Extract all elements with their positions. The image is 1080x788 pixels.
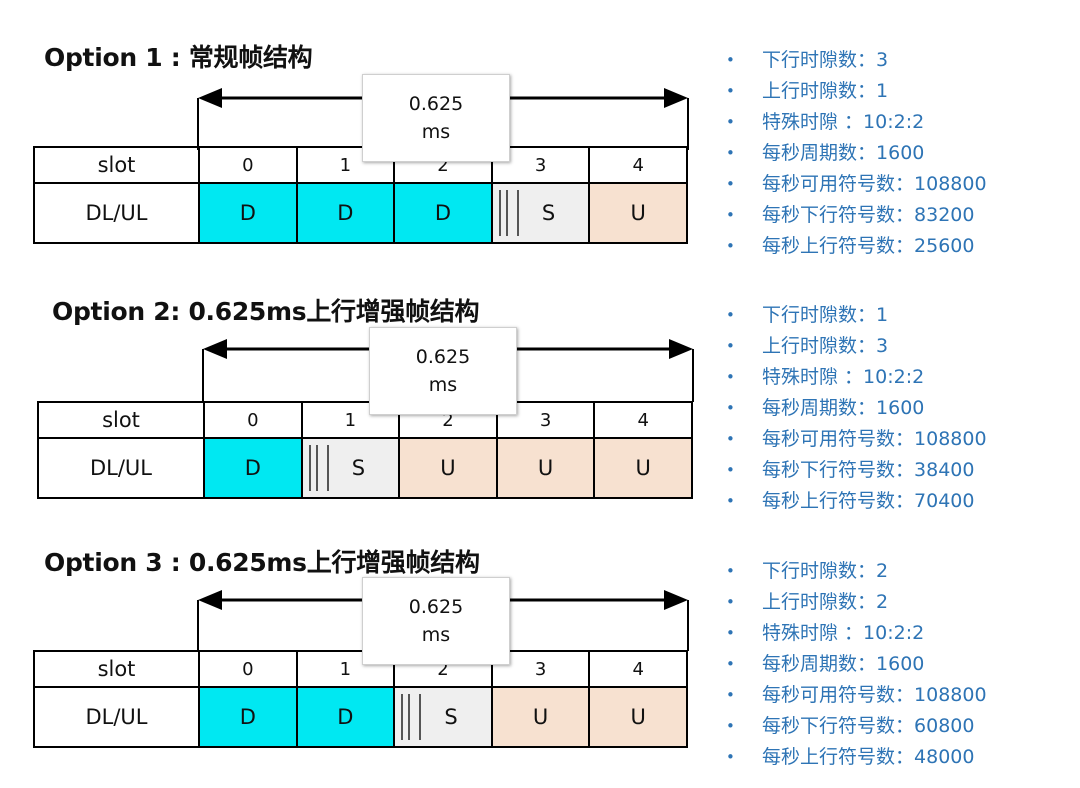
duration-box: 0.625 ms xyxy=(369,327,517,415)
slot-downlink-cell: D xyxy=(198,182,298,244)
dlul-header: DL/UL xyxy=(37,437,205,499)
slot-uplink-cell: U xyxy=(588,182,688,244)
stat-item: •特殊时隙 ：10:2:2 xyxy=(726,111,925,133)
duration-unit: ms xyxy=(428,374,458,396)
dlul-row: DL/UL D D D S U xyxy=(33,182,688,244)
stat-item: •特殊时隙 ：10:2:2 xyxy=(726,366,925,388)
stat-item: •每秒下行符号数：38400 xyxy=(726,459,975,481)
slot-uplink-cell: U xyxy=(398,437,498,499)
stat-item: •下行时隙数：1 xyxy=(726,304,889,326)
slot-uplink-cell: U xyxy=(593,437,693,499)
option-title: Option 2: 0.625ms上行增强帧结构 xyxy=(52,297,480,326)
slot-number: 4 xyxy=(588,146,688,184)
stat-item: •每秒可用符号数：108800 xyxy=(726,684,987,706)
duration-box: 0.625 ms xyxy=(362,577,510,665)
duration-unit: ms xyxy=(421,121,451,143)
duration-unit: ms xyxy=(421,624,451,646)
slot-header: slot xyxy=(33,650,200,688)
stat-item: •每秒周期数：1600 xyxy=(726,397,925,419)
guard-bars xyxy=(498,190,519,236)
stat-item: •特殊时隙 ：10:2:2 xyxy=(726,622,925,644)
stat-item: •下行时隙数：2 xyxy=(726,560,889,582)
frame-table: slot 0 1 2 3 4 DL/UL D D D S U xyxy=(33,146,688,244)
slot-downlink-cell: D xyxy=(393,182,493,244)
option-1-stats: •下行时隙数：3 •上行时隙数：1 •特殊时隙 ：10:2:2 •每秒周期数：1… xyxy=(718,45,987,262)
slot-downlink-cell: D xyxy=(295,686,396,748)
slot-number: 4 xyxy=(588,650,688,688)
dlul-header: DL/UL xyxy=(33,182,200,244)
slot-downlink-cell: D xyxy=(198,686,298,748)
stat-item: •上行时隙数：2 xyxy=(726,591,889,613)
stat-item: •下行时隙数：3 xyxy=(726,49,889,71)
dlul-header: DL/UL xyxy=(33,686,200,748)
duration-value: 0.625 xyxy=(408,596,464,618)
slot-uplink-cell: U xyxy=(495,437,596,499)
slot-downlink-cell: D xyxy=(203,437,303,499)
duration-value: 0.625 xyxy=(408,93,464,115)
stat-item: •每秒可用符号数：108800 xyxy=(726,173,987,195)
slot-row: slot 0 1 2 3 4 xyxy=(33,146,688,184)
slot-number: 0 xyxy=(198,146,298,184)
stat-item: •每秒上行符号数：70400 xyxy=(726,490,975,512)
special-label: S xyxy=(444,705,458,729)
guard-bars xyxy=(308,445,329,491)
slot-row: slot 0 1 2 3 4 xyxy=(37,401,693,439)
stat-item: •每秒可用符号数：108800 xyxy=(726,428,987,450)
duration-box: 0.625 ms xyxy=(362,74,510,162)
option-2-diagram: Option 2: 0.625ms上行增强帧结构 0.625 ms slot 0… xyxy=(0,292,700,537)
dlul-row: DL/UL D S U U U xyxy=(37,437,693,499)
slot-number: 0 xyxy=(198,650,298,688)
slot-number: 0 xyxy=(203,401,303,439)
slot-uplink-cell: U xyxy=(490,686,591,748)
duration-value: 0.625 xyxy=(415,346,471,368)
slot-number: 4 xyxy=(593,401,693,439)
special-label: S xyxy=(541,201,556,225)
stat-item: •上行时隙数：1 xyxy=(726,80,889,102)
option-title: Option 1 : 常规帧结构 xyxy=(44,43,313,72)
stat-item: •每秒下行符号数：83200 xyxy=(726,204,975,226)
special-label: S xyxy=(351,456,366,480)
option-title: Option 3 : 0.625ms上行增强帧结构 xyxy=(44,548,480,577)
guard-bars xyxy=(401,694,422,740)
slot-uplink-cell: U xyxy=(588,686,688,748)
stat-item: •每秒周期数：1600 xyxy=(726,653,925,675)
slot-special-cell: S xyxy=(300,437,401,499)
option-3-diagram: Option 3 : 0.625ms上行增强帧结构 0.625 ms slot … xyxy=(0,543,700,788)
slot-special-cell: S xyxy=(490,182,591,244)
stat-item: •每秒上行符号数：25600 xyxy=(726,235,975,257)
option-3-stats: •下行时隙数：2 •上行时隙数：2 •特殊时隙 ：10:2:2 •每秒周期数：1… xyxy=(718,556,987,773)
frame-table: slot 0 1 2 3 4 DL/UL D D S U U xyxy=(33,650,688,748)
option-1-diagram: Option 1 : 常规帧结构 0.625 ms slot 0 1 2 3 4… xyxy=(0,38,700,283)
slot-header: slot xyxy=(33,146,200,184)
stat-item: •上行时隙数：3 xyxy=(726,335,889,357)
slot-downlink-cell: D xyxy=(295,182,396,244)
slot-header: slot xyxy=(37,401,205,439)
stat-item: •每秒上行符号数：48000 xyxy=(726,746,975,768)
frame-table: slot 0 1 2 3 4 DL/UL D S U U U xyxy=(37,401,693,499)
dlul-row: DL/UL D D S U U xyxy=(33,686,688,748)
slot-row: slot 0 1 2 3 4 xyxy=(33,650,688,688)
option-2-stats: •下行时隙数：1 •上行时隙数：3 •特殊时隙 ：10:2:2 •每秒周期数：1… xyxy=(718,300,987,517)
stat-item: •每秒下行符号数：60800 xyxy=(726,715,975,737)
slot-special-cell: S xyxy=(393,686,493,748)
stat-item: •每秒周期数：1600 xyxy=(726,142,925,164)
